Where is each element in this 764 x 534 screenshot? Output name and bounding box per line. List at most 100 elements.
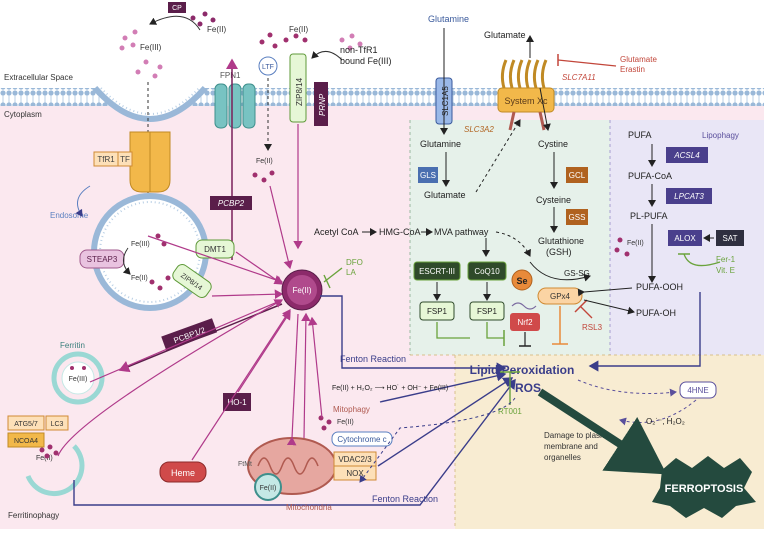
cytochrome-label: Cytochrome c bbox=[337, 435, 386, 444]
ncoa4-box bbox=[7, 432, 45, 448]
pufa-oh-label: PUFA-OH bbox=[636, 308, 676, 318]
slc7a11-label: SLC7A11 bbox=[562, 73, 596, 82]
slc1a5-label: SLC1A5 bbox=[441, 86, 450, 116]
ros-label: ROS bbox=[515, 381, 541, 395]
ltf-icon bbox=[258, 56, 278, 76]
ncoa4-label: NCOA4 bbox=[14, 438, 38, 445]
ferritinophagy-label: Ferritinophagy bbox=[8, 511, 59, 520]
gsh-label-2: (GSH) bbox=[546, 247, 572, 257]
lpcat3-box bbox=[666, 188, 712, 204]
gsh-label-1: Glutathione bbox=[538, 236, 584, 246]
fe2-mito-label: Fe(II) bbox=[260, 485, 277, 492]
hne-label: 4HNE bbox=[687, 386, 708, 395]
central-fe2-label: Fe(II) bbox=[292, 286, 311, 295]
fenton2-label: Fenton Reaction bbox=[372, 494, 438, 504]
fe2-top-label: Fe(II) bbox=[207, 25, 226, 34]
tfr1-label: TfR1 bbox=[97, 155, 115, 164]
tf-label: TF bbox=[120, 155, 130, 164]
coq10-box bbox=[467, 261, 507, 281]
pl-pufa-label: PL-PUFA bbox=[630, 211, 668, 221]
ftmt-label: FtMt bbox=[238, 461, 252, 468]
ferroptosis-label: FERROPTOSIS bbox=[665, 483, 744, 495]
gssg-label: GS-SG bbox=[564, 269, 590, 278]
steap3-label: STEAP3 bbox=[87, 255, 118, 264]
zip814-top-label: ZIP8/14 bbox=[295, 77, 304, 106]
sat-label: SAT bbox=[723, 234, 738, 243]
fer1-label: Fer-1 bbox=[716, 255, 736, 264]
fe2-mitophagy-label: Fe(II) bbox=[337, 419, 354, 426]
tfr1-complex bbox=[129, 131, 171, 193]
fe2-endo-label: Fe(II) bbox=[131, 275, 148, 282]
acsl4-box bbox=[666, 147, 708, 163]
iron-dots-top bbox=[119, 29, 163, 79]
la-label: LA bbox=[346, 268, 356, 277]
nrf2-box bbox=[510, 313, 540, 331]
fe2-prnp-label: Fe(II) bbox=[289, 25, 308, 34]
nox-label: NOX bbox=[346, 469, 364, 478]
membrane-invagination bbox=[92, 86, 208, 122]
lc3-box bbox=[45, 415, 69, 431]
glutamine-label: Glutamine bbox=[428, 14, 469, 24]
nontf-line2: bound Fe(III) bbox=[340, 56, 392, 66]
ferroptosis-arrow bbox=[537, 388, 667, 475]
endosome-label: Endosome bbox=[50, 211, 89, 220]
heme-label: Heme bbox=[171, 468, 195, 478]
pufa-label: PUFA bbox=[628, 130, 652, 140]
ltf-label: LTF bbox=[262, 64, 274, 71]
glutamine-in-label: Glutamine bbox=[420, 139, 461, 149]
ho1-label: HO-1 bbox=[227, 398, 247, 407]
pcbp12-box bbox=[161, 318, 218, 351]
zip814-endo-box bbox=[172, 264, 212, 298]
fpn1-label: FPN1 bbox=[220, 71, 241, 80]
pufa-coa-label: PUFA-CoA bbox=[628, 171, 672, 181]
gss-box bbox=[566, 209, 588, 225]
glutamate-top-label: Glutamate bbox=[484, 30, 526, 40]
se-icon bbox=[511, 269, 533, 291]
slc3a2-label: SLC3A2 bbox=[464, 125, 494, 134]
vite-label: Vit. E bbox=[716, 266, 735, 275]
glutamate-in-label: Glutamate bbox=[424, 190, 466, 200]
ferritin-label: Ferritin bbox=[60, 341, 85, 350]
damage-line2: membrane and bbox=[544, 442, 598, 451]
fe2-ncoa4-label: Fe(II) bbox=[36, 455, 53, 462]
ferroptosis-badge bbox=[652, 456, 756, 518]
cp-label: CP bbox=[172, 5, 182, 12]
gss-label: GSS bbox=[569, 213, 586, 222]
gls-label: GLS bbox=[420, 171, 436, 180]
prnp-box bbox=[314, 82, 328, 126]
nontf-line1: non-TfR1 bbox=[340, 45, 378, 55]
pcbp2-label: PCBP2 bbox=[218, 199, 245, 208]
fpn1-channel bbox=[214, 83, 256, 129]
dmt1-label: DMT1 bbox=[204, 245, 226, 254]
mitochondria-label: Mitochondria bbox=[286, 503, 332, 512]
lc3-label: LC3 bbox=[51, 421, 64, 428]
fenton-equation: Fe(II) + H₂O₂ ⟶ HO˙ + OH⁻ + Fe(III) bbox=[332, 384, 448, 392]
fe3-endo-label: Fe(III) bbox=[131, 241, 150, 248]
cp-box bbox=[168, 2, 186, 13]
cysteine-label: Cysteine bbox=[536, 195, 571, 205]
zip814-top-box bbox=[289, 53, 307, 123]
se-label: Se bbox=[516, 276, 527, 286]
vdac-label: VDAC2/3 bbox=[338, 455, 372, 464]
damage-line3: organelles bbox=[544, 453, 581, 462]
mva-label: MVA pathway bbox=[434, 227, 489, 237]
ho1-box bbox=[223, 393, 251, 411]
lpcat3-label: LPCAT3 bbox=[674, 192, 704, 201]
extracellular-label: Extracellular Space bbox=[4, 73, 73, 82]
fsp1b-box bbox=[469, 301, 505, 321]
hne-box bbox=[679, 381, 717, 399]
prnp-label: PRNP bbox=[318, 93, 327, 116]
system-xc-transporter bbox=[497, 59, 555, 131]
cytoplasm-label: Cytoplasm bbox=[4, 110, 42, 119]
cystine-label: Cystine bbox=[538, 139, 568, 149]
pufa-ooh-label: PUFA-OOH bbox=[636, 282, 683, 292]
escrt-box bbox=[413, 261, 461, 281]
rt001-label: RT001 bbox=[498, 407, 522, 416]
nrf2-label: Nrf2 bbox=[517, 318, 533, 327]
alox-label: ALOX bbox=[674, 234, 696, 243]
coq10-label: CoQ10 bbox=[474, 267, 500, 276]
fsp1a-label: FSP1 bbox=[427, 307, 448, 316]
fe3-ferritin-label: Fe(III) bbox=[69, 376, 88, 383]
gcl-label: GCL bbox=[569, 171, 586, 180]
